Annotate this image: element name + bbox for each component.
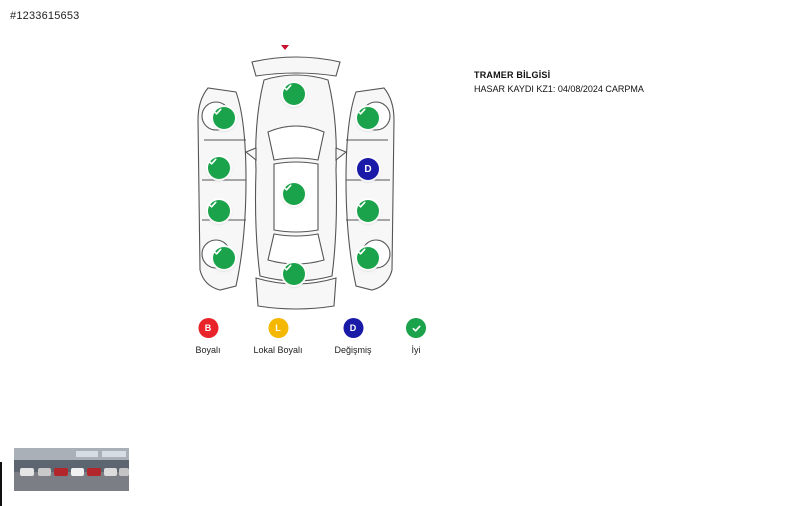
marker-trunk[interactable] <box>283 263 305 285</box>
marker-front-bumper[interactable] <box>283 83 305 105</box>
legend-label: Boyalı <box>195 345 221 355</box>
legend-dot-degismis: D <box>342 318 363 338</box>
marker-right-rear-fender[interactable] <box>357 247 379 269</box>
marker-left-rear-fender[interactable] <box>213 247 235 269</box>
check-icon <box>283 84 292 91</box>
marker-left-rear-door[interactable] <box>208 200 230 222</box>
legend-label: Değişmiş <box>334 345 372 355</box>
marker-right-rear-door[interactable] <box>357 200 379 222</box>
marker-right-front-door[interactable]: D <box>357 158 379 180</box>
legend-item-lokal-boyali: L Lokal Boyalı <box>253 318 303 355</box>
legend: B Boyalı L Lokal Boyalı D Değişmiş İyi <box>190 318 440 363</box>
tramer-text: HASAR KAYDI KZ1: 04/08/2024 CARPMA <box>474 84 644 94</box>
check-icon <box>283 184 292 191</box>
legend-item-boyali: B Boyalı <box>195 318 221 355</box>
legend-item-degismis: D Değişmiş <box>334 318 372 355</box>
check-icon <box>406 318 426 338</box>
check-icon <box>208 201 217 208</box>
check-icon <box>213 248 222 255</box>
marker-left-front-fender[interactable] <box>213 107 235 129</box>
page-edge-bar <box>0 462 2 506</box>
tramer-info: TRAMER BİLGİSİ HASAR KAYDI KZ1: 04/08/20… <box>474 70 644 94</box>
listing-id: #1233615653 <box>10 10 80 22</box>
legend-item-iyi: İyi <box>406 318 426 355</box>
check-icon <box>357 201 366 208</box>
check-icon <box>213 108 222 115</box>
marker-roof[interactable] <box>283 183 305 205</box>
marker-right-front-fender[interactable] <box>357 107 379 129</box>
check-icon <box>208 158 217 165</box>
legend-label: Lokal Boyalı <box>253 345 303 355</box>
dealer-photo-thumbnail[interactable] <box>14 448 129 491</box>
check-icon <box>357 248 366 255</box>
check-icon <box>283 264 292 271</box>
check-icon <box>412 325 421 332</box>
car-damage-diagram: D <box>186 40 406 315</box>
legend-label: İyi <box>411 345 421 355</box>
legend-dot-lokal-boyali: L <box>268 318 288 338</box>
legend-dot-boyali: B <box>197 318 218 338</box>
check-icon <box>357 108 366 115</box>
tramer-title: TRAMER BİLGİSİ <box>474 70 551 80</box>
dealer-photo <box>14 448 129 491</box>
marker-left-front-door[interactable] <box>208 157 230 179</box>
